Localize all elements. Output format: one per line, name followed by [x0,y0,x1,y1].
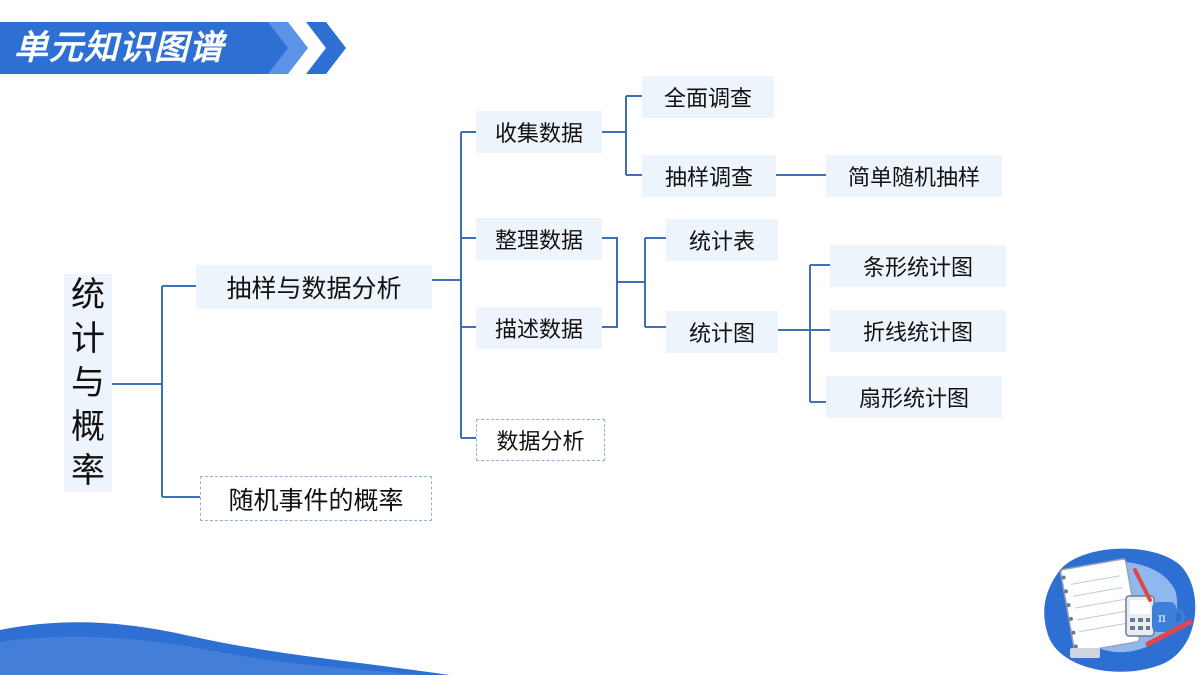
stationery-illustration-icon: π [1044,548,1196,672]
node-data-analysis: 数据分析 [476,419,605,461]
chevron-right-icon [268,22,308,74]
page-title: 单元知识图谱 [14,28,224,68]
node-sampling-analysis: 抽样与数据分析 [196,265,432,309]
node-sampling-survey: 抽样调查 [642,155,776,197]
chevron-right-icon [306,22,346,74]
node-describe-data: 描述数据 [476,307,602,349]
node-statistics-table: 统计表 [666,219,778,261]
wave-decoration [0,622,450,675]
header-banner [0,22,300,74]
node-pie-chart: 扇形统计图 [826,376,1002,418]
root-char: 与 [71,363,105,403]
node-line-chart: 折线统计图 [830,310,1006,352]
root-char: 率 [71,451,105,491]
node-simple-random-sampling: 简单随机抽样 [826,155,1002,197]
node-statistics-chart: 统计图 [666,311,778,353]
node-random-event-probability: 随机事件的概率 [200,476,432,521]
root-char: 计 [71,319,105,359]
node-full-survey: 全面调查 [642,76,774,118]
node-organize-data: 整理数据 [476,218,602,260]
node-bar-chart: 条形统计图 [830,245,1006,287]
node-collect-data: 收集数据 [476,111,602,153]
root-char: 概 [71,407,105,447]
root-char: 统 [71,275,105,315]
root-node: 统 计 与 概 率 [64,274,112,492]
svg-text:π: π [1158,611,1166,625]
